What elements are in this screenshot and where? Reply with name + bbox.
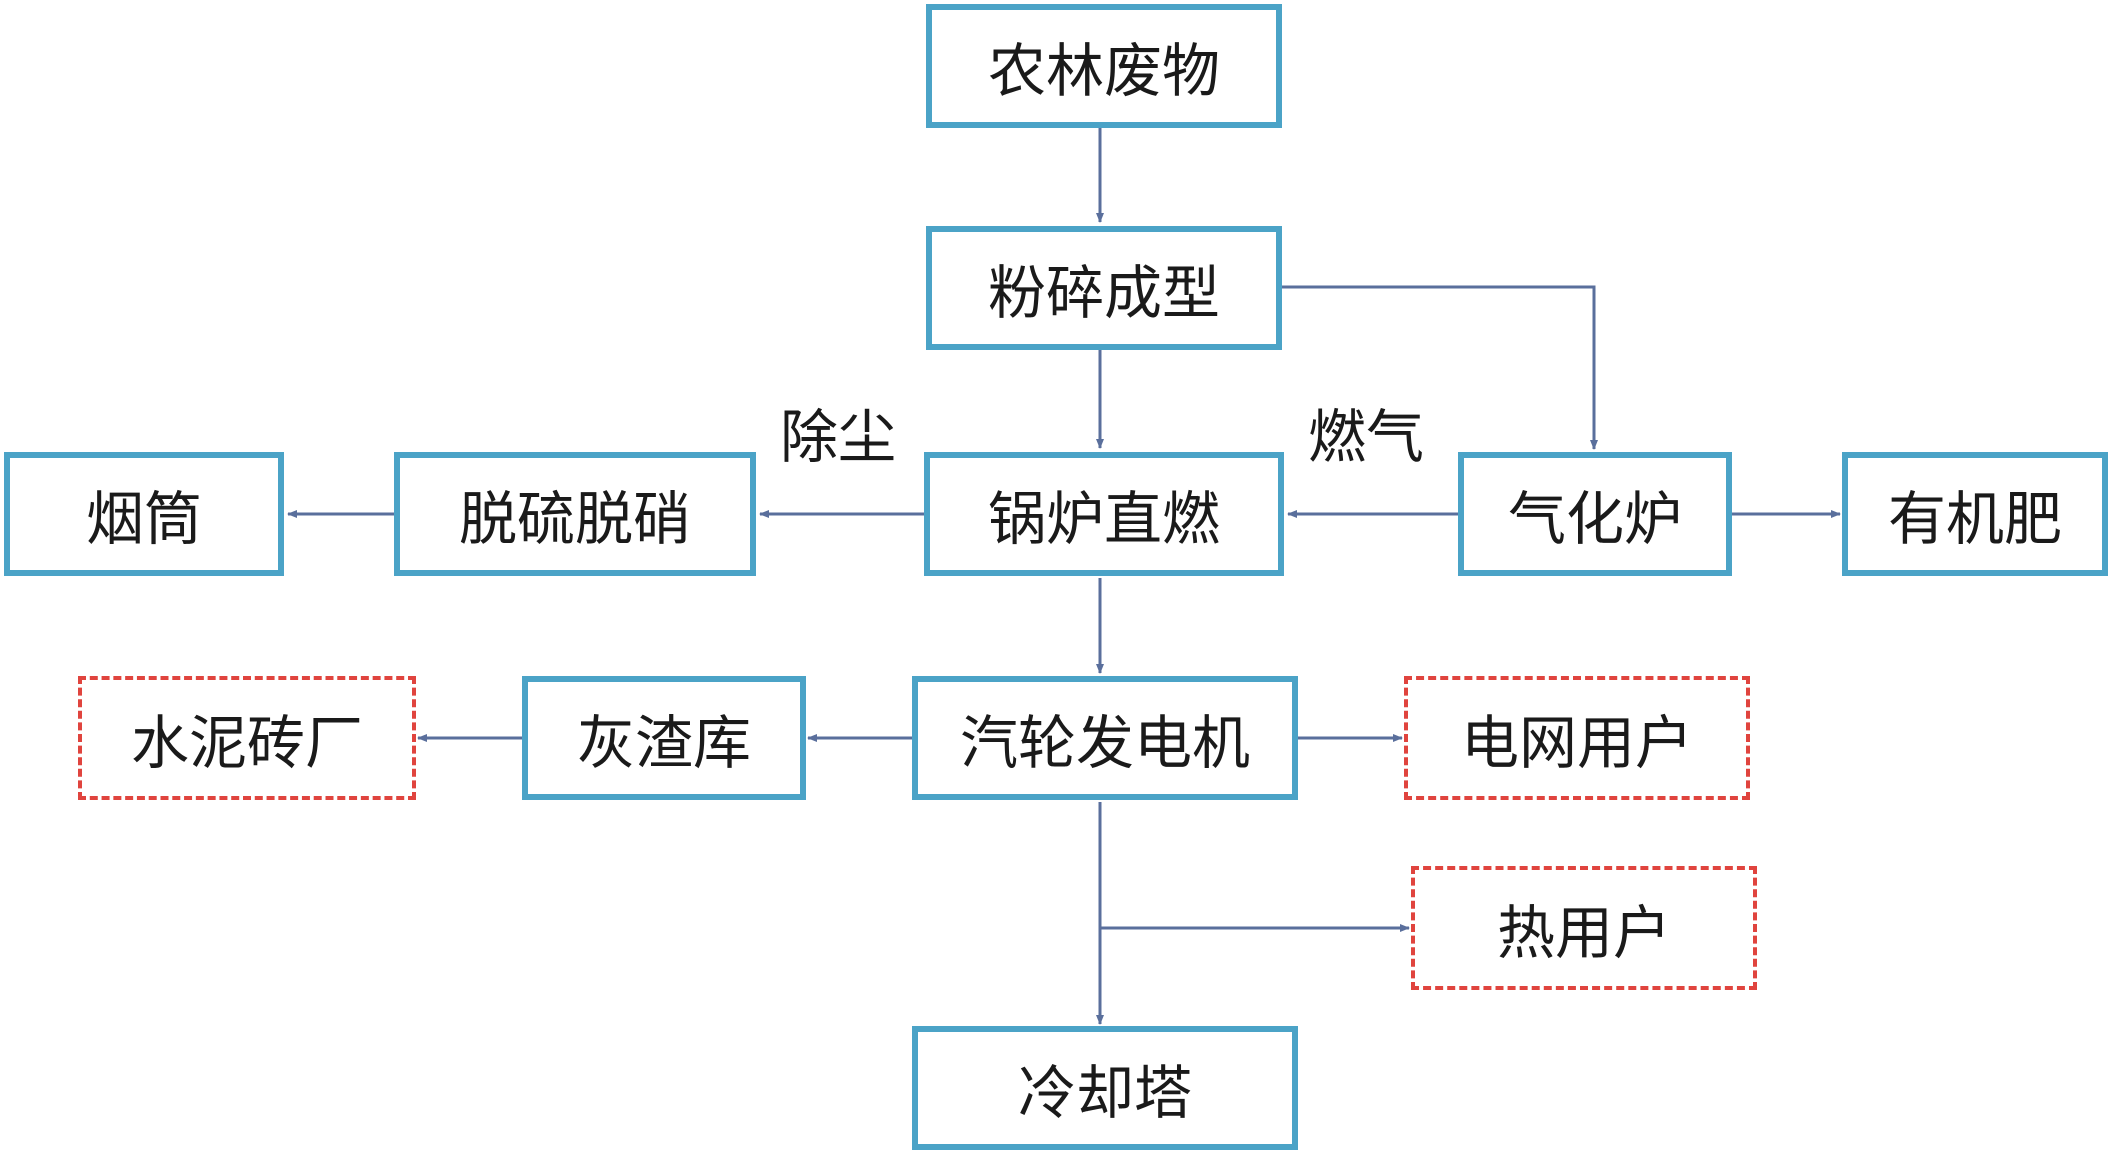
node-cement-brick-plant: 水泥砖厂 (78, 676, 416, 800)
node-desulfurization: 脱硫脱硝 (394, 452, 756, 576)
node-heat-users: 热用户 (1411, 866, 1757, 990)
node-agri-forest-waste: 农林废物 (926, 4, 1282, 128)
node-crush-mold: 粉碎成型 (926, 226, 1282, 350)
label-dust-removal: 除尘 (780, 403, 897, 471)
node-cooling-tower: 冷却塔 (912, 1026, 1298, 1150)
node-gasifier: 气化炉 (1458, 452, 1732, 576)
node-chimney: 烟筒 (4, 452, 284, 576)
arrow-crush-to-gasifier (1280, 285, 1598, 450)
label-fuel-gas: 燃气 (1308, 403, 1425, 471)
node-turbine-generator: 汽轮发电机 (912, 676, 1298, 800)
node-boiler: 锅炉直燃 (924, 452, 1284, 576)
node-grid-users: 电网用户 (1404, 676, 1750, 800)
node-organic-fertilizer: 有机肥 (1842, 452, 2108, 576)
node-ash-storage: 灰渣库 (522, 676, 806, 800)
